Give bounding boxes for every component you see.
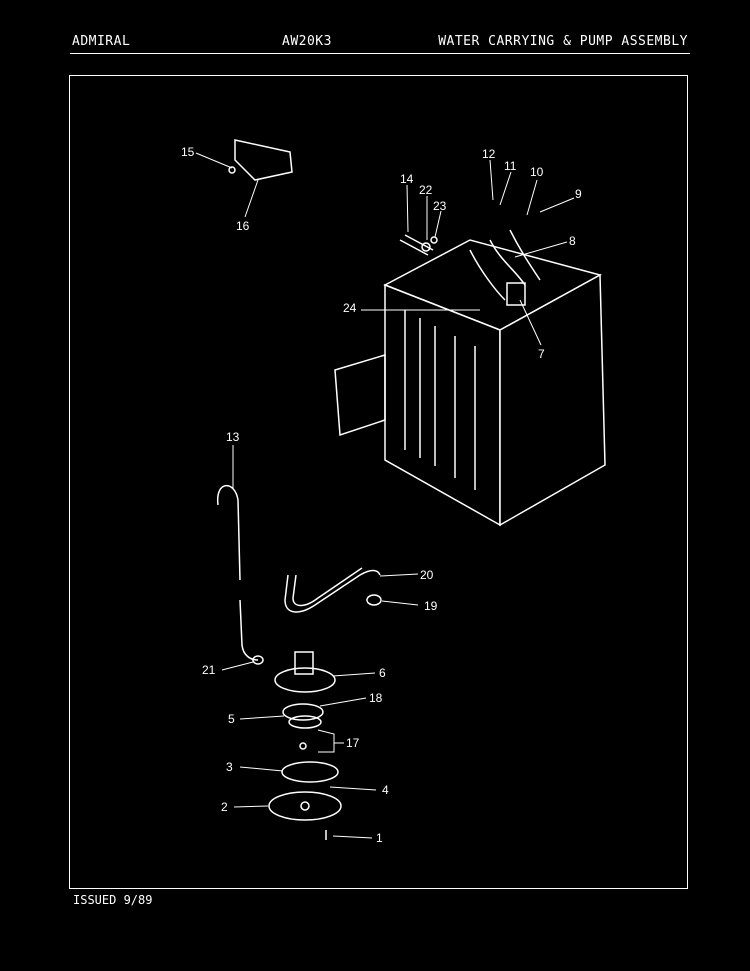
callout-14: 14 (400, 172, 414, 186)
callout-12: 12 (482, 147, 496, 161)
hose-drawings (217, 139, 438, 665)
callout-15: 15 (181, 145, 195, 159)
callout-17: 17 (346, 736, 360, 750)
callout-1: 1 (376, 831, 383, 845)
callout-5: 5 (228, 712, 235, 726)
callout-20: 20 (420, 568, 434, 582)
leader-lines (195, 152, 575, 839)
callout-9: 9 (575, 187, 582, 201)
pump-drawing (268, 651, 342, 840)
callout-19: 19 (424, 599, 438, 613)
callout-13: 13 (226, 430, 240, 444)
callout-16: 16 (236, 219, 250, 233)
brand-header: ADMIRAL (72, 34, 131, 49)
callout-8: 8 (569, 234, 576, 248)
callout-22: 22 (419, 183, 433, 197)
callout-24: 24 (343, 301, 357, 315)
header-rule (70, 53, 690, 54)
cabinet-drawing (334, 229, 606, 527)
issued-date: ISSUED 9/89 (73, 893, 153, 907)
callout-7: 7 (538, 347, 545, 361)
section-header: WATER CARRYING & PUMP ASSEMBLY (438, 34, 688, 49)
callout-18: 18 (369, 691, 383, 705)
callout-2: 2 (221, 800, 228, 814)
callout-23: 23 (433, 199, 447, 213)
callout-4: 4 (382, 783, 389, 797)
callout-6: 6 (379, 666, 386, 680)
callout-21: 21 (202, 663, 216, 677)
callout-labels: 15 16 12 11 10 9 8 14 22 23 24 7 13 20 1… (181, 145, 582, 845)
callout-3: 3 (226, 760, 233, 774)
callout-11: 11 (504, 159, 517, 173)
diagram-frame (69, 75, 688, 889)
callout-10: 10 (530, 165, 544, 179)
model-header: AW20K3 (282, 34, 332, 49)
